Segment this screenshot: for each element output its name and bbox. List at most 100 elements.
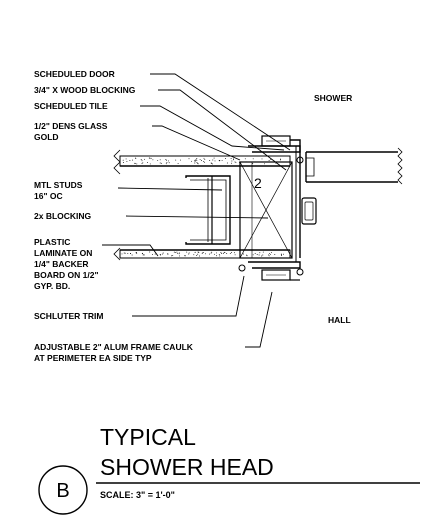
stipple-dot [203,251,205,253]
stipple-dot [210,252,212,254]
stipple-dot [261,255,263,257]
title-block: TYPICAL SHOWER HEAD SCALE: 3" = 1'-0" B [38,424,420,515]
stipple-dot [283,253,284,255]
stipple-dot [174,252,176,254]
note-mtl-studs-line2: 16" OC [34,191,63,201]
stipple-dot [197,251,199,253]
stipple-dot [159,254,161,255]
stipple-dot [268,254,269,256]
stipple-dot [197,163,199,165]
stipple-dot [171,255,173,257]
stipple-dot [280,158,282,160]
detail-tag-number: 2 [254,175,262,191]
stipple-dot [269,253,271,255]
stipple-dot [184,255,186,257]
stipple-dot [159,162,161,164]
stipple-dot [209,160,211,161]
door-leaf [301,147,403,225]
stipple-dot [186,251,188,253]
stipple-hatch [121,157,284,257]
stipple-dot [167,253,169,255]
stipple-dot [234,254,236,256]
stipple-dot [231,160,233,162]
caulk-bead-top [296,156,304,164]
stipple-dot [124,252,126,254]
stipple-dot [264,163,265,165]
detail-bubble [38,465,88,515]
stipple-dot [149,157,151,159]
stipple-dot [142,162,144,164]
schluter-trim-bead [238,264,246,272]
wall-assembly [113,149,291,261]
stipple-dot [157,159,159,161]
stipple-dot [175,159,177,161]
stipple-dot [220,252,222,254]
stipple-dot [122,162,124,163]
stipple-dot [222,253,224,254]
stipple-dot [188,252,190,254]
tile-layer-top [119,155,291,167]
stipple-dot [203,157,205,159]
stipple-dot [226,162,228,164]
stipple-dot [150,157,152,159]
stipple-dot [219,160,220,162]
stipple-dot [144,158,146,160]
stipple-dot [167,160,169,162]
stipple-dot [173,251,175,253]
stipple-dot [166,162,168,164]
stipple-dot [194,160,196,162]
room-label-hall: HALL [328,315,351,325]
stipple-dot [200,160,202,161]
note-scheduled-door: SCHEDULED DOOR [34,69,115,79]
stipple-dot [121,253,123,255]
stipple-dot [221,253,222,255]
stipple-dot [140,159,142,160]
note-dens-glass-line1: 1/2" DENS GLASS [34,121,108,131]
stipple-dot [197,253,199,255]
stipple-dot [167,252,169,254]
stipple-dot [165,158,167,160]
stipple-dot [123,252,125,254]
stipple-dot [159,159,161,161]
stipple-dot [225,158,227,159]
stipple-dot [246,255,248,257]
stipple-dot [152,159,154,161]
note-wood-blocking: 3/4" X WOOD BLOCKING [34,85,136,95]
stipple-dot [261,158,263,160]
stipple-dot [199,158,201,160]
stipple-dot [211,251,213,253]
stipple-dot [213,157,215,159]
note-plastic-line3: 1/4" BACKER [34,259,89,269]
note-plastic-line1: PLASTIC [34,237,70,247]
stipple-dot [243,253,245,255]
stipple-dot [229,253,231,255]
stipple-dot [136,163,138,165]
note-mtl-studs-line1: MTL STUDS [34,180,83,190]
detail-bubble-letter: B [56,480,69,502]
stipple-dot [259,252,261,254]
stipple-dot [149,163,151,165]
stipple-dot [198,252,200,254]
room-label-shower: SHOWER [314,93,352,103]
stipple-dot [178,253,180,255]
stipple-dot [177,163,179,165]
stipple-dot [274,254,276,255]
stipple-dot [235,161,237,163]
stipple-dot [135,157,137,159]
caulk-bead [296,268,304,276]
stipple-dot [193,254,195,256]
stipple-dot [126,161,128,163]
stipple-dot [188,158,190,160]
stipple-dot [246,254,248,256]
stipple-dot [162,252,164,254]
stipple-dot [176,251,178,253]
stipple-dot [252,158,254,160]
stipple-dot [185,255,186,257]
stipple-dot [127,253,129,255]
stipple-dot [196,255,198,256]
stipple-dot [132,159,134,161]
stipple-dot [281,253,283,255]
stipple-dot [262,254,264,256]
stipple-dot [281,255,282,256]
stipple-dot [213,253,215,255]
